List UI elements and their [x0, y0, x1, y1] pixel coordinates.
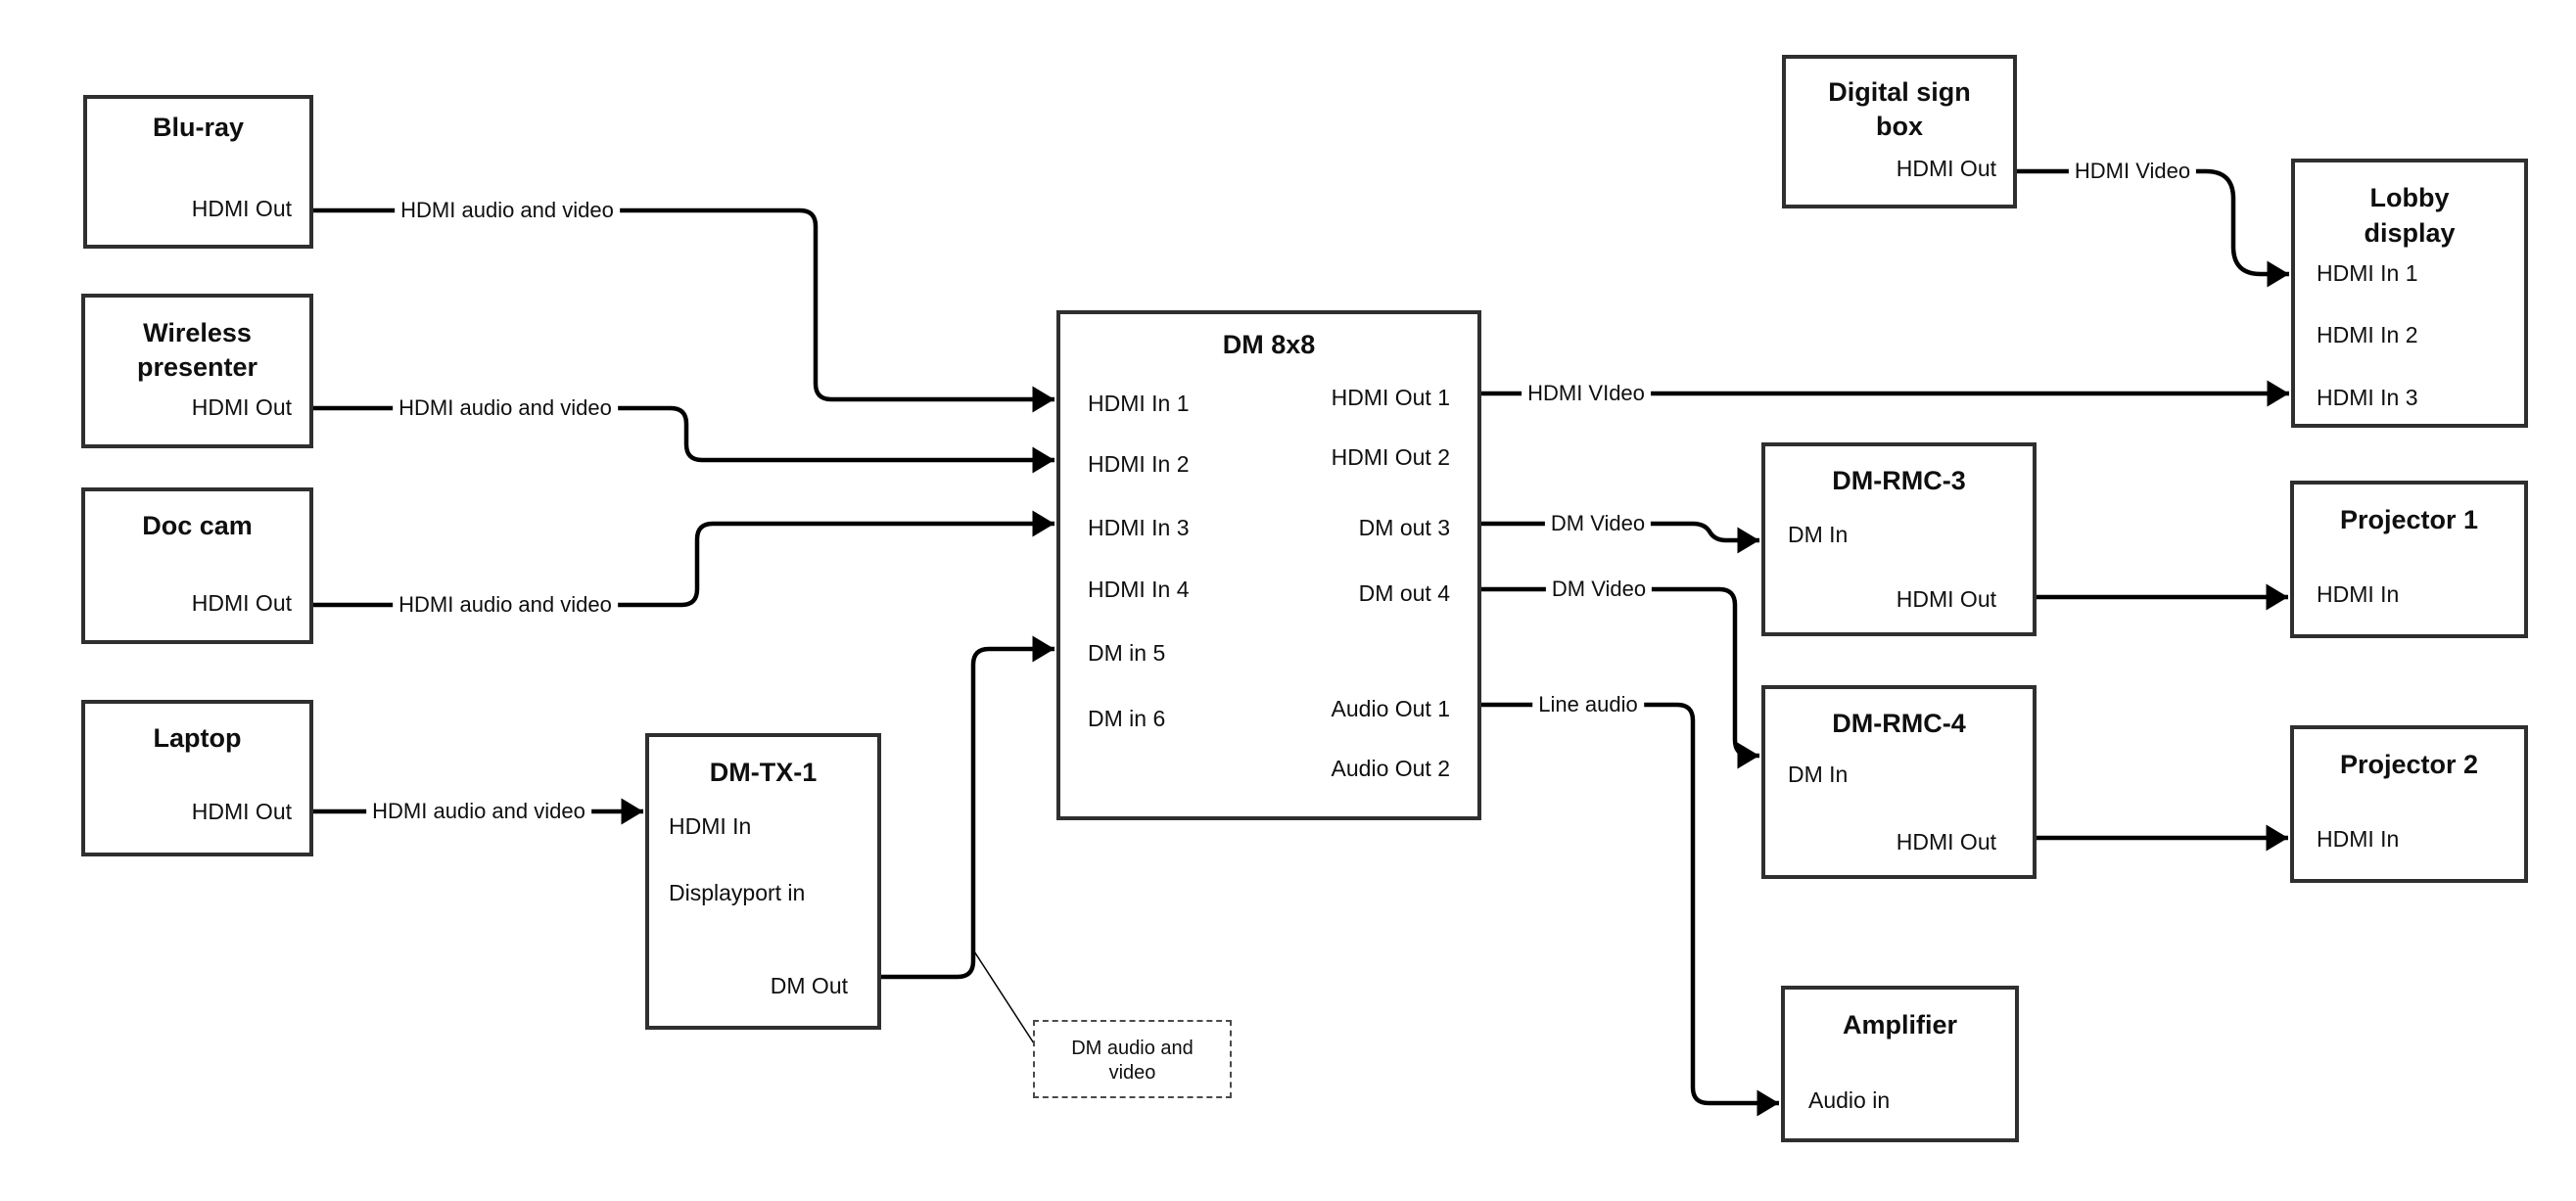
port-dm8x8-hdmi-in-2: HDMI In 2 — [1088, 451, 1190, 477]
port-doccam-hdmi-out: HDMI Out — [191, 590, 292, 616]
edge-label-digital-sign: HDMI Video — [2068, 159, 2197, 184]
node-title: Projector 1 — [2339, 505, 2479, 534]
node-dm-rmc-4: DM-RMC-4 DM In HDMI Out — [1761, 685, 2037, 879]
node-digital-sign-box: Digital sign box HDMI Out — [1782, 55, 2017, 208]
port-dm8x8-dm-out-4: DM out 4 — [1358, 580, 1450, 606]
node-title: DM 8x8 — [1222, 330, 1316, 359]
port-digitalsign-hdmi-out: HDMI Out — [1896, 156, 1996, 181]
node-wireless-presenter: Wireless presenter HDMI Out — [81, 294, 313, 448]
port-bluray-hdmi-out: HDMI Out — [191, 196, 292, 221]
port-dmtx1-displayport-in: Displayport in — [669, 880, 806, 905]
note-dm-audio-video: DM audio and video — [1033, 1020, 1232, 1098]
port-dm8x8-hdmi-in-1: HDMI In 1 — [1088, 391, 1190, 416]
note-leader-line — [973, 950, 1035, 1044]
port-dmrmc4-dm-in: DM In — [1788, 762, 1849, 787]
node-title: DM-TX-1 — [709, 758, 818, 787]
edge-digitalsign-to-lobby-in1 — [2017, 168, 2289, 288]
node-dm-tx-1: DM-TX-1 HDMI In Displayport in DM Out — [645, 733, 881, 1030]
port-laptop-hdmi-out: HDMI Out — [191, 799, 292, 824]
edge-dm8x8-audio1-to-amplifier — [1481, 702, 1779, 1117]
port-dm8x8-audio-out-2: Audio Out 2 — [1331, 756, 1450, 781]
node-title: Digital sign box — [1828, 77, 1971, 141]
edge-bluray-to-dm8x8-in1 — [313, 208, 1054, 413]
edge-label-bluray: HDMI audio and video — [395, 198, 620, 223]
node-bluray: Blu-ray HDMI Out — [83, 95, 313, 249]
node-title: DM-RMC-4 — [1832, 709, 1966, 738]
note-text: DM audio and video — [1071, 1038, 1194, 1084]
node-title: Amplifier — [1842, 1010, 1958, 1039]
port-dm8x8-dm-out-3: DM out 3 — [1358, 515, 1450, 540]
port-projector1-hdmi-in: HDMI In — [2317, 581, 2400, 607]
edge-label-audio-out-1: Line audio — [1532, 692, 1644, 717]
port-dmrmc3-hdmi-out: HDMI Out — [1896, 586, 1996, 612]
node-title: Laptop — [153, 723, 242, 753]
node-title: Blu-ray — [152, 113, 245, 142]
node-title: Doc cam — [142, 511, 253, 540]
node-dm-rmc-3: DM-RMC-3 DM In HDMI Out — [1761, 442, 2037, 636]
edge-dm8x8-out4-to-dmrmc4 — [1481, 586, 1759, 769]
edge-label-dm-out-4: DM Video — [1545, 577, 1653, 602]
port-dmtx1-dm-out: DM Out — [770, 973, 848, 998]
port-dm8x8-hdmi-in-4: HDMI In 4 — [1088, 577, 1190, 602]
node-projector-1: Projector 1 HDMI In — [2290, 481, 2528, 638]
edge-dmtx1-to-dm8x8-in5 — [881, 635, 1054, 980]
port-dm8x8-hdmi-out-1: HDMI Out 1 — [1331, 385, 1450, 410]
node-title: Projector 2 — [2339, 750, 2479, 779]
port-dm8x8-dm-in-5: DM in 5 — [1088, 640, 1166, 666]
port-dm8x8-audio-out-1: Audio Out 1 — [1331, 696, 1450, 721]
node-amplifier: Amplifier Audio in — [1781, 986, 2019, 1142]
port-dmrmc4-hdmi-out: HDMI Out — [1896, 829, 1996, 855]
node-laptop: Laptop HDMI Out — [81, 700, 313, 856]
node-title: DM-RMC-3 — [1832, 466, 1966, 495]
edge-label-hdmi-out-1: HDMI VIdeo — [1522, 381, 1651, 406]
edge-dm8x8-out3-to-dmrmc3 — [1481, 521, 1759, 554]
node-title: Wireless presenter — [136, 318, 258, 382]
port-dmrmc3-dm-in: DM In — [1788, 522, 1849, 547]
edge-wireless-to-dm8x8-in2 — [313, 405, 1054, 474]
node-title: Lobby display — [2364, 183, 2456, 248]
port-lobby-hdmi-in-3: HDMI In 3 — [2317, 385, 2418, 410]
port-projector2-hdmi-in: HDMI In — [2317, 826, 2400, 852]
port-dm8x8-dm-in-6: DM in 6 — [1088, 706, 1166, 731]
edge-label-dm-out-3: DM Video — [1544, 511, 1652, 536]
port-amplifier-audio-in: Audio in — [1808, 1087, 1891, 1113]
edge-label-wireless: HDMI audio and video — [393, 395, 618, 421]
edge-label-doccam: HDMI audio and video — [393, 592, 618, 618]
port-wireless-hdmi-out: HDMI Out — [191, 394, 292, 420]
node-doc-cam: Doc cam HDMI Out — [81, 487, 313, 644]
edge-label-laptop: HDMI audio and video — [366, 799, 591, 824]
port-dmtx1-hdmi-in: HDMI In — [669, 813, 752, 839]
port-dm8x8-hdmi-in-3: HDMI In 3 — [1088, 515, 1190, 540]
port-lobby-hdmi-in-1: HDMI In 1 — [2317, 260, 2418, 286]
edge-doccam-to-dm8x8-in3 — [313, 510, 1054, 608]
node-projector-2: Projector 2 HDMI In — [2290, 725, 2528, 883]
port-lobby-hdmi-in-2: HDMI In 2 — [2317, 322, 2418, 347]
node-dm-8x8: DM 8x8 HDMI In 1 HDMI In 2 HDMI In 3 HDM… — [1056, 310, 1481, 820]
node-lobby-display: Lobby display HDMI In 1 HDMI In 2 HDMI I… — [2291, 159, 2528, 428]
port-dm8x8-hdmi-out-2: HDMI Out 2 — [1331, 444, 1450, 470]
